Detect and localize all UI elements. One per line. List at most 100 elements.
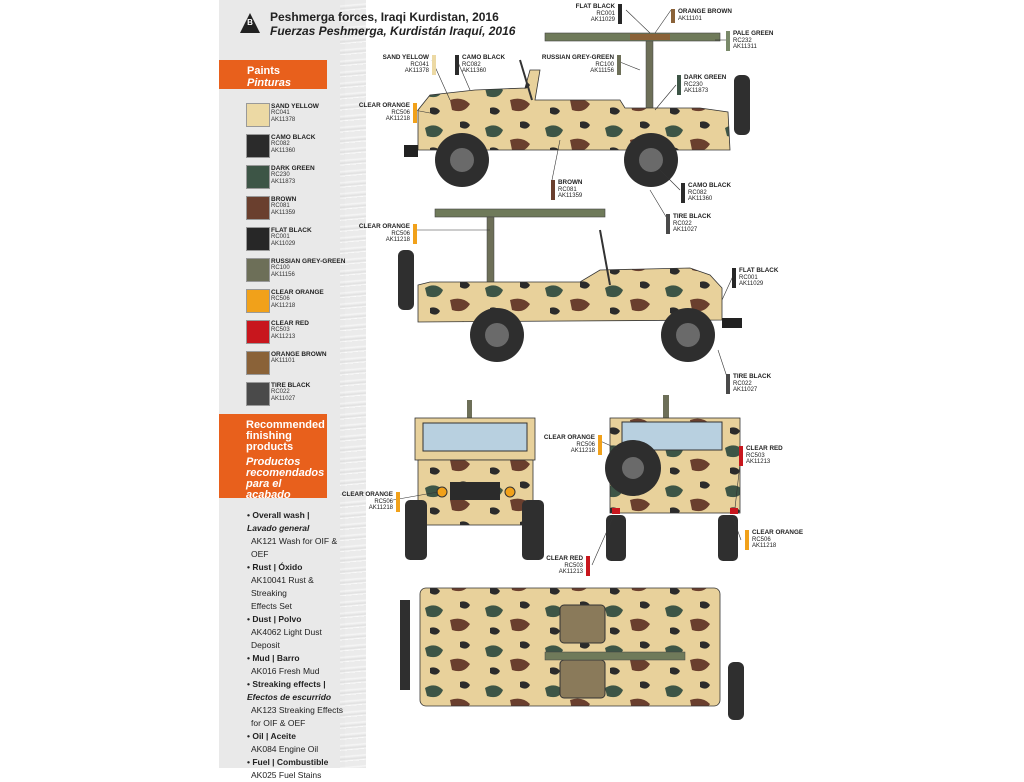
callout-paint-name: CLEAR ORANGE bbox=[341, 491, 393, 498]
callout-paint-name: PALE GREEN bbox=[733, 30, 774, 37]
callout-paint-code: RC022 bbox=[673, 220, 692, 227]
paint-name: FLAT BLACK bbox=[271, 227, 312, 234]
paint-code: RC001 bbox=[271, 234, 290, 240]
jeep-side-left bbox=[404, 32, 750, 187]
callout-paint-name: ORANGE BROWN bbox=[678, 8, 732, 15]
callout-color-bar bbox=[671, 9, 675, 23]
finishing-product-line: Lavado general bbox=[247, 523, 310, 533]
paint-code: RC230 bbox=[271, 172, 290, 178]
finishing-product-line: AK084 Engine Oil bbox=[251, 744, 319, 754]
callout-color-bar bbox=[586, 556, 590, 576]
paints-title-es: Pinturas bbox=[247, 77, 292, 89]
paints-title-en: Paints bbox=[247, 65, 281, 77]
callout-paint-code: AK11218 bbox=[570, 448, 595, 454]
finishing-product-line: Effects Set bbox=[251, 601, 292, 611]
callout-paint-code: AK11156 bbox=[590, 68, 614, 74]
callout-color-bar bbox=[677, 75, 681, 95]
callout-color-bar bbox=[732, 268, 736, 288]
paint-code: AK11101 bbox=[271, 358, 295, 364]
rec-title-en-3: products bbox=[246, 441, 294, 453]
callout-paint-code: AK11027 bbox=[673, 227, 698, 233]
callout-paint-name: TIRE BLACK bbox=[733, 373, 772, 380]
paint-code: RC081 bbox=[271, 203, 290, 209]
finishing-product-line: for OIF & OEF bbox=[251, 718, 306, 728]
callout-paint-code: RC506 bbox=[576, 441, 595, 448]
callout-paint-name: FLAT BLACK bbox=[575, 3, 615, 10]
paint-code: AK11213 bbox=[271, 334, 296, 340]
callout-color-bar bbox=[413, 224, 417, 244]
paint-color-chip bbox=[246, 165, 270, 189]
callout-paint-code: AK11029 bbox=[739, 281, 764, 287]
callout-paint-name: BROWN bbox=[558, 179, 583, 186]
paint-code: AK11359 bbox=[271, 210, 296, 216]
callout-color-bar bbox=[432, 55, 436, 75]
paint-color-chip bbox=[246, 103, 270, 127]
callout-paint-code: RC506 bbox=[752, 536, 771, 543]
callout-paint-code: RC001 bbox=[739, 274, 758, 281]
callout-color-bar bbox=[739, 446, 743, 466]
finishing-product-line: AK121 Wash for OIF & OEF bbox=[251, 536, 338, 559]
callout-color-bar bbox=[618, 4, 622, 24]
finishing-product-line: Efectos de escurrido bbox=[247, 692, 332, 702]
finishing-product-line: • Streaking effects | bbox=[247, 679, 326, 689]
finishing-product-line: • Rust | Óxido bbox=[247, 562, 303, 572]
paint-color-chip bbox=[246, 289, 270, 313]
finishing-product-line: AK10041 Rust & Streaking bbox=[251, 575, 314, 598]
paint-name: CLEAR ORANGE bbox=[271, 289, 324, 296]
paint-code: AK11029 bbox=[271, 241, 296, 247]
paint-code: AK11156 bbox=[271, 272, 295, 278]
jeep-top bbox=[400, 587, 744, 720]
paint-code: RC503 bbox=[271, 327, 290, 333]
callout-paint-code: RC001 bbox=[596, 10, 615, 17]
callout-paint-name: DARK GREEN bbox=[684, 74, 727, 81]
callout-color-bar bbox=[598, 435, 602, 455]
paint-code: AK11218 bbox=[271, 303, 296, 309]
paint-color-chip bbox=[246, 134, 270, 158]
paint-name: BROWN bbox=[271, 196, 297, 203]
finishing-product-line: • Overall wash | bbox=[247, 510, 310, 520]
callout-paint-code: RC230 bbox=[684, 81, 703, 88]
paint-color-chip bbox=[246, 227, 270, 251]
callout-color-bar bbox=[666, 214, 670, 234]
finishing-product-line: AK025 Fuel Stains bbox=[251, 770, 322, 780]
callout-paint-code: RC082 bbox=[462, 61, 481, 68]
paint-code: RC022 bbox=[271, 389, 290, 395]
paints-header: Paints Pinturas bbox=[219, 60, 327, 89]
callout-paint-code: AK11873 bbox=[684, 88, 709, 94]
rec-title-es-2: recomendados bbox=[246, 467, 325, 479]
paint-color-chip bbox=[246, 196, 270, 220]
paint-name: CAMO BLACK bbox=[271, 134, 316, 141]
callout-paint-name: FLAT BLACK bbox=[739, 267, 779, 274]
sidebar-torn-edge bbox=[340, 0, 366, 768]
callout-paint-code: AK11218 bbox=[385, 237, 410, 243]
callout-color-bar bbox=[413, 103, 417, 123]
paint-code: AK11378 bbox=[271, 117, 296, 123]
finishing-product-line: • Dust | Polvo bbox=[247, 614, 302, 624]
paint-name: DARK GREEN bbox=[271, 165, 315, 172]
callout-color-bar bbox=[551, 180, 555, 200]
finishing-product-line: • Fuel | Combustible bbox=[247, 757, 329, 767]
callout-paint-code: AK11311 bbox=[733, 44, 757, 50]
callout-paint-code: AK11213 bbox=[746, 459, 771, 465]
paint-code: RC506 bbox=[271, 296, 290, 302]
paint-code: RC041 bbox=[271, 110, 290, 116]
paint-name: ORANGE BROWN bbox=[271, 351, 327, 358]
callout-paint-code: RC022 bbox=[733, 380, 752, 387]
callout-paint-code: AK11359 bbox=[558, 193, 583, 199]
callout-paint-code: AK11218 bbox=[385, 116, 410, 122]
profile-title-es: Fuerzas Peshmerga, Kurdistán Iraquí, 201… bbox=[270, 24, 516, 38]
rec-title-es-3: para el acabado bbox=[246, 478, 291, 501]
jeep-side-right bbox=[398, 208, 742, 362]
callout-paint-name: SAND YELLOW bbox=[382, 54, 429, 61]
